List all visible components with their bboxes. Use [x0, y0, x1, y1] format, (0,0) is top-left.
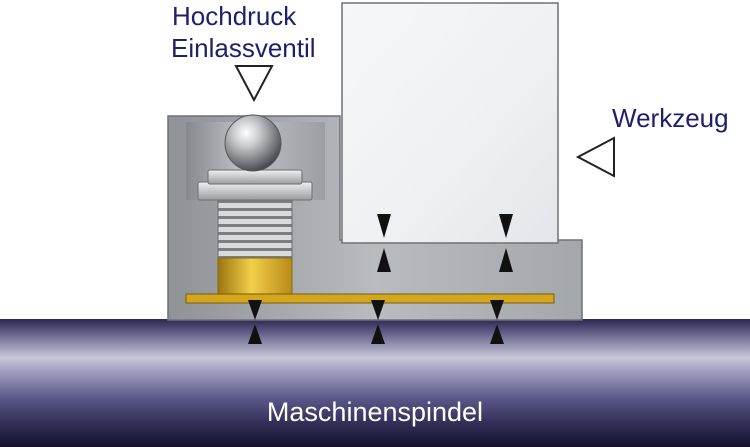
- seal-marker-spindle-1: [248, 300, 262, 344]
- inlet-valve: [197, 114, 313, 299]
- seal-marker-spindle-2: [371, 300, 385, 344]
- seal-marker-spindle-3: [490, 300, 504, 344]
- seal-markers: [248, 214, 513, 344]
- seal-marker-tool-right: [499, 214, 513, 272]
- coolant-channel: [185, 293, 555, 304]
- seal-marker-tool-left: [377, 214, 391, 272]
- tool-pointer-icon: [575, 136, 615, 178]
- valve-label-line2: Einlassventil: [171, 33, 316, 63]
- tool-body: [341, 2, 559, 244]
- spindle-label: Maschinenspindel: [266, 397, 484, 427]
- tool-label: Werkzeug: [612, 103, 729, 133]
- valve-label-line1: Hochdruck: [172, 1, 297, 31]
- valve-pointer-icon: [234, 65, 274, 103]
